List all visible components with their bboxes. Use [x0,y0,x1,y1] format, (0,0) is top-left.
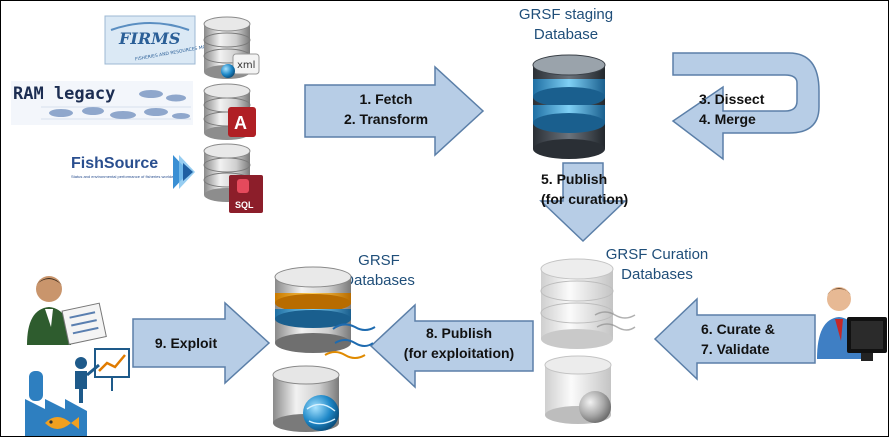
dissect-merge-arrow [671,52,820,161]
ram-access-database-icon: A [201,83,263,141]
publish-exploitation-label: 8. Publish (for exploitation) [389,323,529,363]
ram-logo-text: RAM legacy [13,84,115,104]
step-transform: 2. Transform [343,111,429,127]
fetch-transform-label: 1. Fetch 2. Transform [331,89,441,129]
step-fetch: 1. Fetch [359,91,413,107]
step-publish-exploitation: 8. Publish [425,325,493,341]
access-badge: A [234,113,247,133]
firms-logo: FIRMS FISHERIES AND RESOURCES MONITORING… [104,14,248,66]
sql-badge: SQL [235,200,254,210]
curation-db-title: GRSF Curation Databases [597,245,717,285]
staging-db-title: GRSF staging Database [501,5,631,45]
exploit-label: 9. Exploit [141,333,231,353]
grsf-database-icon [269,263,379,436]
firms-database-icon: xml [199,14,263,82]
staging-title-line2: Database [533,26,599,43]
curate-validate-arrow [653,297,816,381]
step-publish-exploitation-note: (for exploitation) [403,345,515,361]
grsf-title-line2: Databases [343,272,415,289]
publish-curation-label: 5. Publish (for curation) [541,169,641,209]
grsf-db-title: GRSF Databases [331,251,427,291]
fishsource-sql-database-icon: SQL [201,143,267,215]
curate-validate-label: 6. Curate & 7. Validate [701,319,801,359]
staging-database-icon [529,53,609,163]
analyst-user-icon [25,271,107,347]
fishing-industry-icon [23,367,91,436]
step-validate: 7. Validate [701,341,770,357]
exploit-arrow [132,301,271,385]
step-publish-curation: 5. Publish [541,171,608,187]
xml-badge: xml [237,60,255,71]
curation-title-line2: Databases [621,266,693,283]
dissect-merge-label: 3. Dissect 4. Merge [699,89,799,129]
publish-exploitation-arrow [369,303,534,389]
fishsource-logo-text: FishSource [71,155,158,172]
fishsource-logo: FishSource Status and environmental perf… [69,151,195,193]
staging-title-line1: GRSF staging [518,6,614,23]
fetch-transform-arrow [304,65,485,157]
curation-database-icon [535,255,645,435]
publish-curation-arrow [539,162,627,243]
step-publish-curation-note: (for curation) [541,191,629,207]
grsf-title-line1: GRSF [358,252,400,269]
step-merge: 4. Merge [699,111,756,127]
curator-person-icon [813,283,888,363]
step-curate: 6. Curate & [701,321,775,337]
ram-legacy-logo: RAM legacy [11,81,193,125]
firms-logo-text: FIRMS [118,29,180,48]
curation-title-line1: GRSF Curation [605,246,709,263]
step-dissect: 3. Dissect [699,91,765,107]
fishsource-logo-subtext: Status and environmental performance of … [71,174,180,179]
presenter-icon [69,347,133,405]
step-exploit: 9. Exploit [154,335,218,351]
